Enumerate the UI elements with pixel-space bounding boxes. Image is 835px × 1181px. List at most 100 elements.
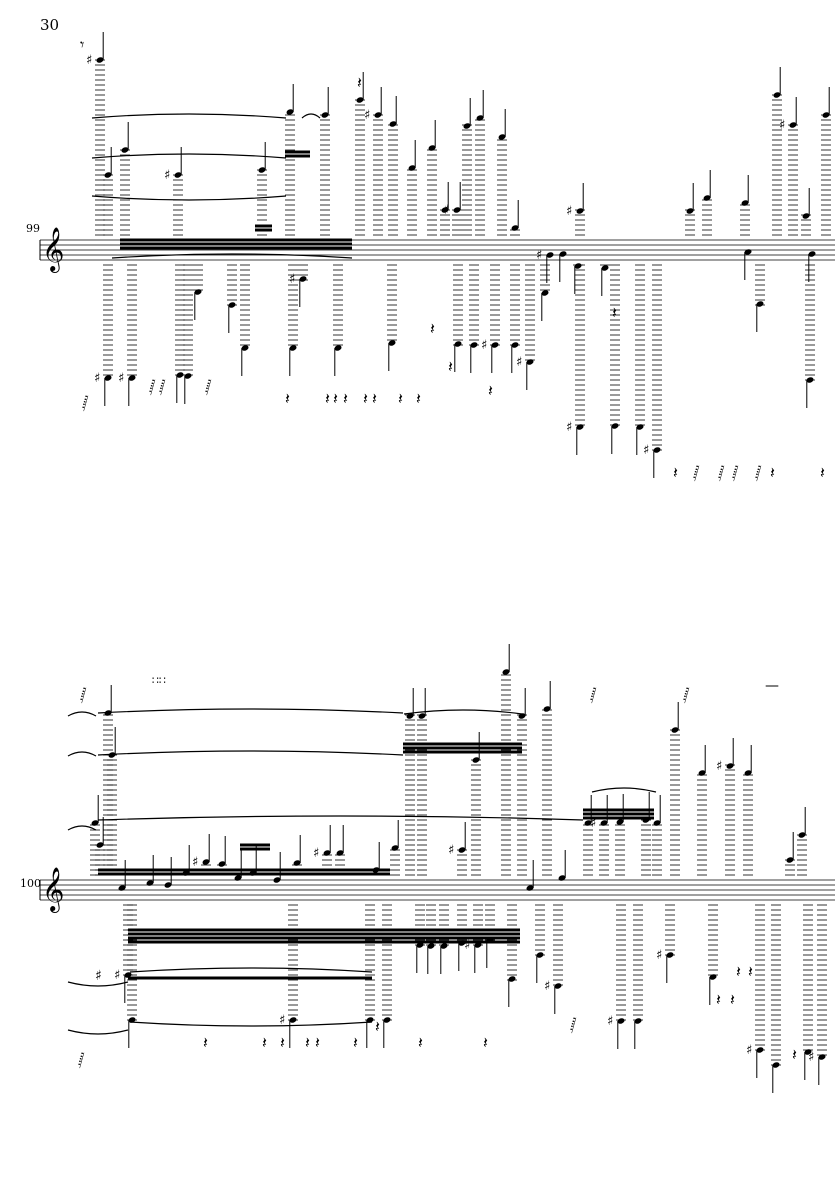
notehead [726, 763, 734, 769]
sharp-accidental: ♯ [808, 1050, 814, 1065]
notehead [698, 770, 706, 776]
notehead [518, 713, 526, 719]
notehead [441, 207, 449, 213]
notehead [541, 290, 549, 296]
sharp-accidental: ♯ [643, 443, 649, 458]
sixtyfourth-rest: 𝅂 [718, 465, 725, 482]
sharp-accidental: ♯ [164, 168, 170, 183]
notehead [476, 115, 484, 121]
tie [97, 750, 404, 756]
notehead [164, 882, 172, 888]
notehead [321, 112, 329, 118]
notehead [526, 359, 534, 365]
sixtyfourth-rest: 𝅂 [82, 395, 89, 412]
dot-cluster: ∷∷ [152, 674, 166, 687]
quarter-rest: 𝄽 [315, 1033, 320, 1052]
sixtyfourth-rest: 𝅂 [149, 379, 156, 396]
notehead [584, 820, 592, 826]
quarter-rest: 𝄽 [325, 389, 330, 408]
notehead [418, 713, 426, 719]
notehead [818, 1054, 826, 1060]
notehead [511, 225, 519, 231]
notehead [653, 447, 661, 453]
quarter-rest: 𝄽 [418, 1033, 423, 1052]
quarter-rest: 𝄽 [612, 303, 617, 322]
quarter-rest: 𝄽 [820, 463, 825, 482]
quarter-rest: 𝄽 [430, 319, 435, 338]
sharp-accidental: ♯ [95, 968, 102, 984]
notehead [786, 857, 794, 863]
tie [129, 1021, 373, 1027]
tie [97, 815, 584, 821]
quarter-rest: 𝄽 [488, 381, 493, 400]
notehead [703, 195, 711, 201]
notehead [366, 1017, 374, 1023]
notehead [383, 1017, 391, 1023]
notehead [741, 200, 749, 206]
notehead [454, 341, 462, 347]
tie [91, 195, 287, 201]
quarter-rest: 𝄽 [353, 1033, 358, 1052]
notehead [336, 850, 344, 856]
sharp-accidental: ♯ [464, 938, 470, 953]
notehead [709, 974, 717, 980]
page-number: 30 [40, 16, 60, 34]
notehead [374, 112, 382, 118]
notehead [289, 345, 297, 351]
notehead [96, 842, 104, 848]
quarter-rest: 𝄽 [730, 990, 735, 1009]
quarter-rest: 𝄽 [357, 73, 362, 92]
notehead [789, 122, 797, 128]
sharp-accidental: ♯ [192, 855, 198, 870]
notehead [96, 57, 104, 63]
notehead [474, 942, 482, 948]
sixtyfourth-rest: 𝅂 [683, 687, 690, 704]
notehead [671, 727, 679, 733]
sixtyfourth-rest: 𝅂 [80, 687, 87, 704]
sharp-accidental: ♯ [566, 420, 572, 435]
notehead [636, 424, 644, 430]
quarter-rest: 𝄽 [363, 389, 368, 408]
notehead [128, 1017, 136, 1023]
notehead [121, 147, 129, 153]
system-99: 𝄞♯♯♯♯♯♯♯♯♯♯♯♯♯♯𝄽𝄽𝄽𝄽𝄽𝄽𝄽𝄽𝄽𝄽𝄽𝄽𝄽𝄽𝄽𝄽𝅂𝅂𝅂𝅂𝅂𝅂𝅂𝅂𝄾 [39, 32, 835, 482]
tie [301, 113, 321, 119]
notehead [356, 97, 364, 103]
measure-number-99: 99 [26, 222, 40, 235]
notehead [508, 976, 516, 982]
notehead [601, 265, 609, 271]
sharp-accidental: ♯ [289, 272, 295, 287]
sharp-accidental: ♯ [716, 759, 722, 774]
notehead [756, 301, 764, 307]
notehead [258, 167, 266, 173]
notehead [634, 1018, 642, 1024]
sharp-accidental: ♯ [279, 1013, 285, 1028]
notehead [491, 342, 499, 348]
tie [91, 153, 287, 159]
notehead [273, 877, 281, 883]
sharp-accidental: ♯ [656, 948, 662, 963]
notehead [536, 952, 544, 958]
sharp-accidental: ♯ [779, 118, 785, 133]
notehead [228, 302, 236, 308]
notehead [184, 373, 192, 379]
notehead [440, 943, 448, 949]
quarter-rest: 𝄽 [262, 1033, 267, 1052]
notehead [146, 880, 154, 886]
sharp-accidental: ♯ [114, 968, 120, 983]
notehead [576, 424, 584, 430]
notehead [526, 885, 534, 891]
tie [97, 708, 404, 714]
measure-number-100: 100 [20, 877, 41, 890]
notehead [118, 885, 126, 891]
notehead [299, 276, 307, 282]
notehead [391, 845, 399, 851]
tie [111, 253, 353, 259]
notehead [756, 1047, 764, 1053]
sharp-accidental: ♯ [94, 371, 100, 386]
notehead [453, 207, 461, 213]
notehead [176, 372, 184, 378]
sharp-accidental: ♯ [590, 816, 596, 831]
quarter-rest: 𝄽 [673, 463, 678, 482]
